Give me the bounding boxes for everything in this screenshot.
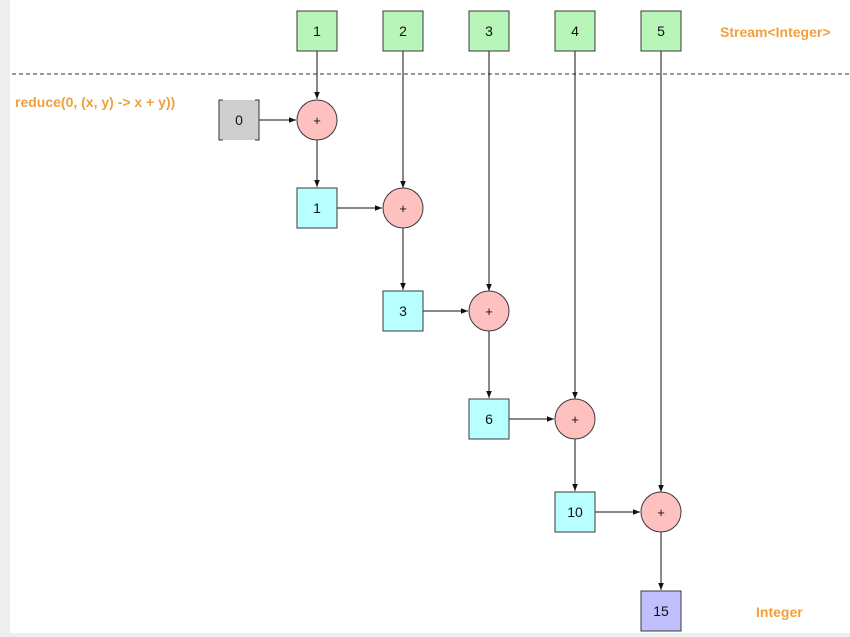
stream-element-label: 1 [313,23,321,39]
stream-elements: 1 2 3 4 5 [296,10,682,52]
operator-symbol: + [657,505,665,520]
stream-type-label: Stream<Integer> [720,24,831,40]
identity-value: 0 [218,99,260,141]
final-result: 15 [640,590,682,632]
plus-operator-node [640,491,682,533]
operators: + + + + + [296,99,682,533]
result-type-label: Integer [756,604,803,620]
plus-operator-node [468,290,510,332]
operator-symbol: + [571,412,579,427]
edges [259,51,664,590]
partial-result-box [382,290,424,332]
operator-symbol: + [313,113,321,128]
stream-element-box [640,10,682,52]
plus-operator-node [296,99,338,141]
partial-result-label: 1 [313,200,321,216]
partial-result-label: 10 [567,504,583,520]
operation-label: reduce(0, (x, y) -> x + y)) [15,94,175,110]
partial-result-label: 3 [399,303,407,319]
stream-element-box [296,10,338,52]
stream-element-label: 3 [485,23,493,39]
final-result-label: 15 [653,603,669,619]
final-result-box [640,590,682,632]
stream-element-box [554,10,596,52]
partial-result-box [468,398,510,440]
identity-bracket-left [218,99,223,141]
operator-symbol: + [485,304,493,319]
stream-element-box [468,10,510,52]
reduce-diagram-canvas: Stream<Integer> reduce(0, (x, y) -> x + … [10,0,850,633]
partial-result-label: 6 [485,411,493,427]
partial-result-box [296,187,338,229]
plus-operator-node [554,398,596,440]
plus-operator-node [382,187,424,229]
reduce-diagram: Stream<Integer> reduce(0, (x, y) -> x + … [12,10,850,632]
identity-label: 0 [235,112,243,128]
operator-symbol: + [399,201,407,216]
partial-results: 1 3 6 10 [296,187,596,533]
stream-element-label: 4 [571,23,579,39]
identity-box [219,100,259,140]
stream-element-label: 5 [657,23,665,39]
stream-element-box [382,10,424,52]
partial-result-box [554,491,596,533]
identity-bracket-right [255,99,260,141]
stream-element-label: 2 [399,23,407,39]
